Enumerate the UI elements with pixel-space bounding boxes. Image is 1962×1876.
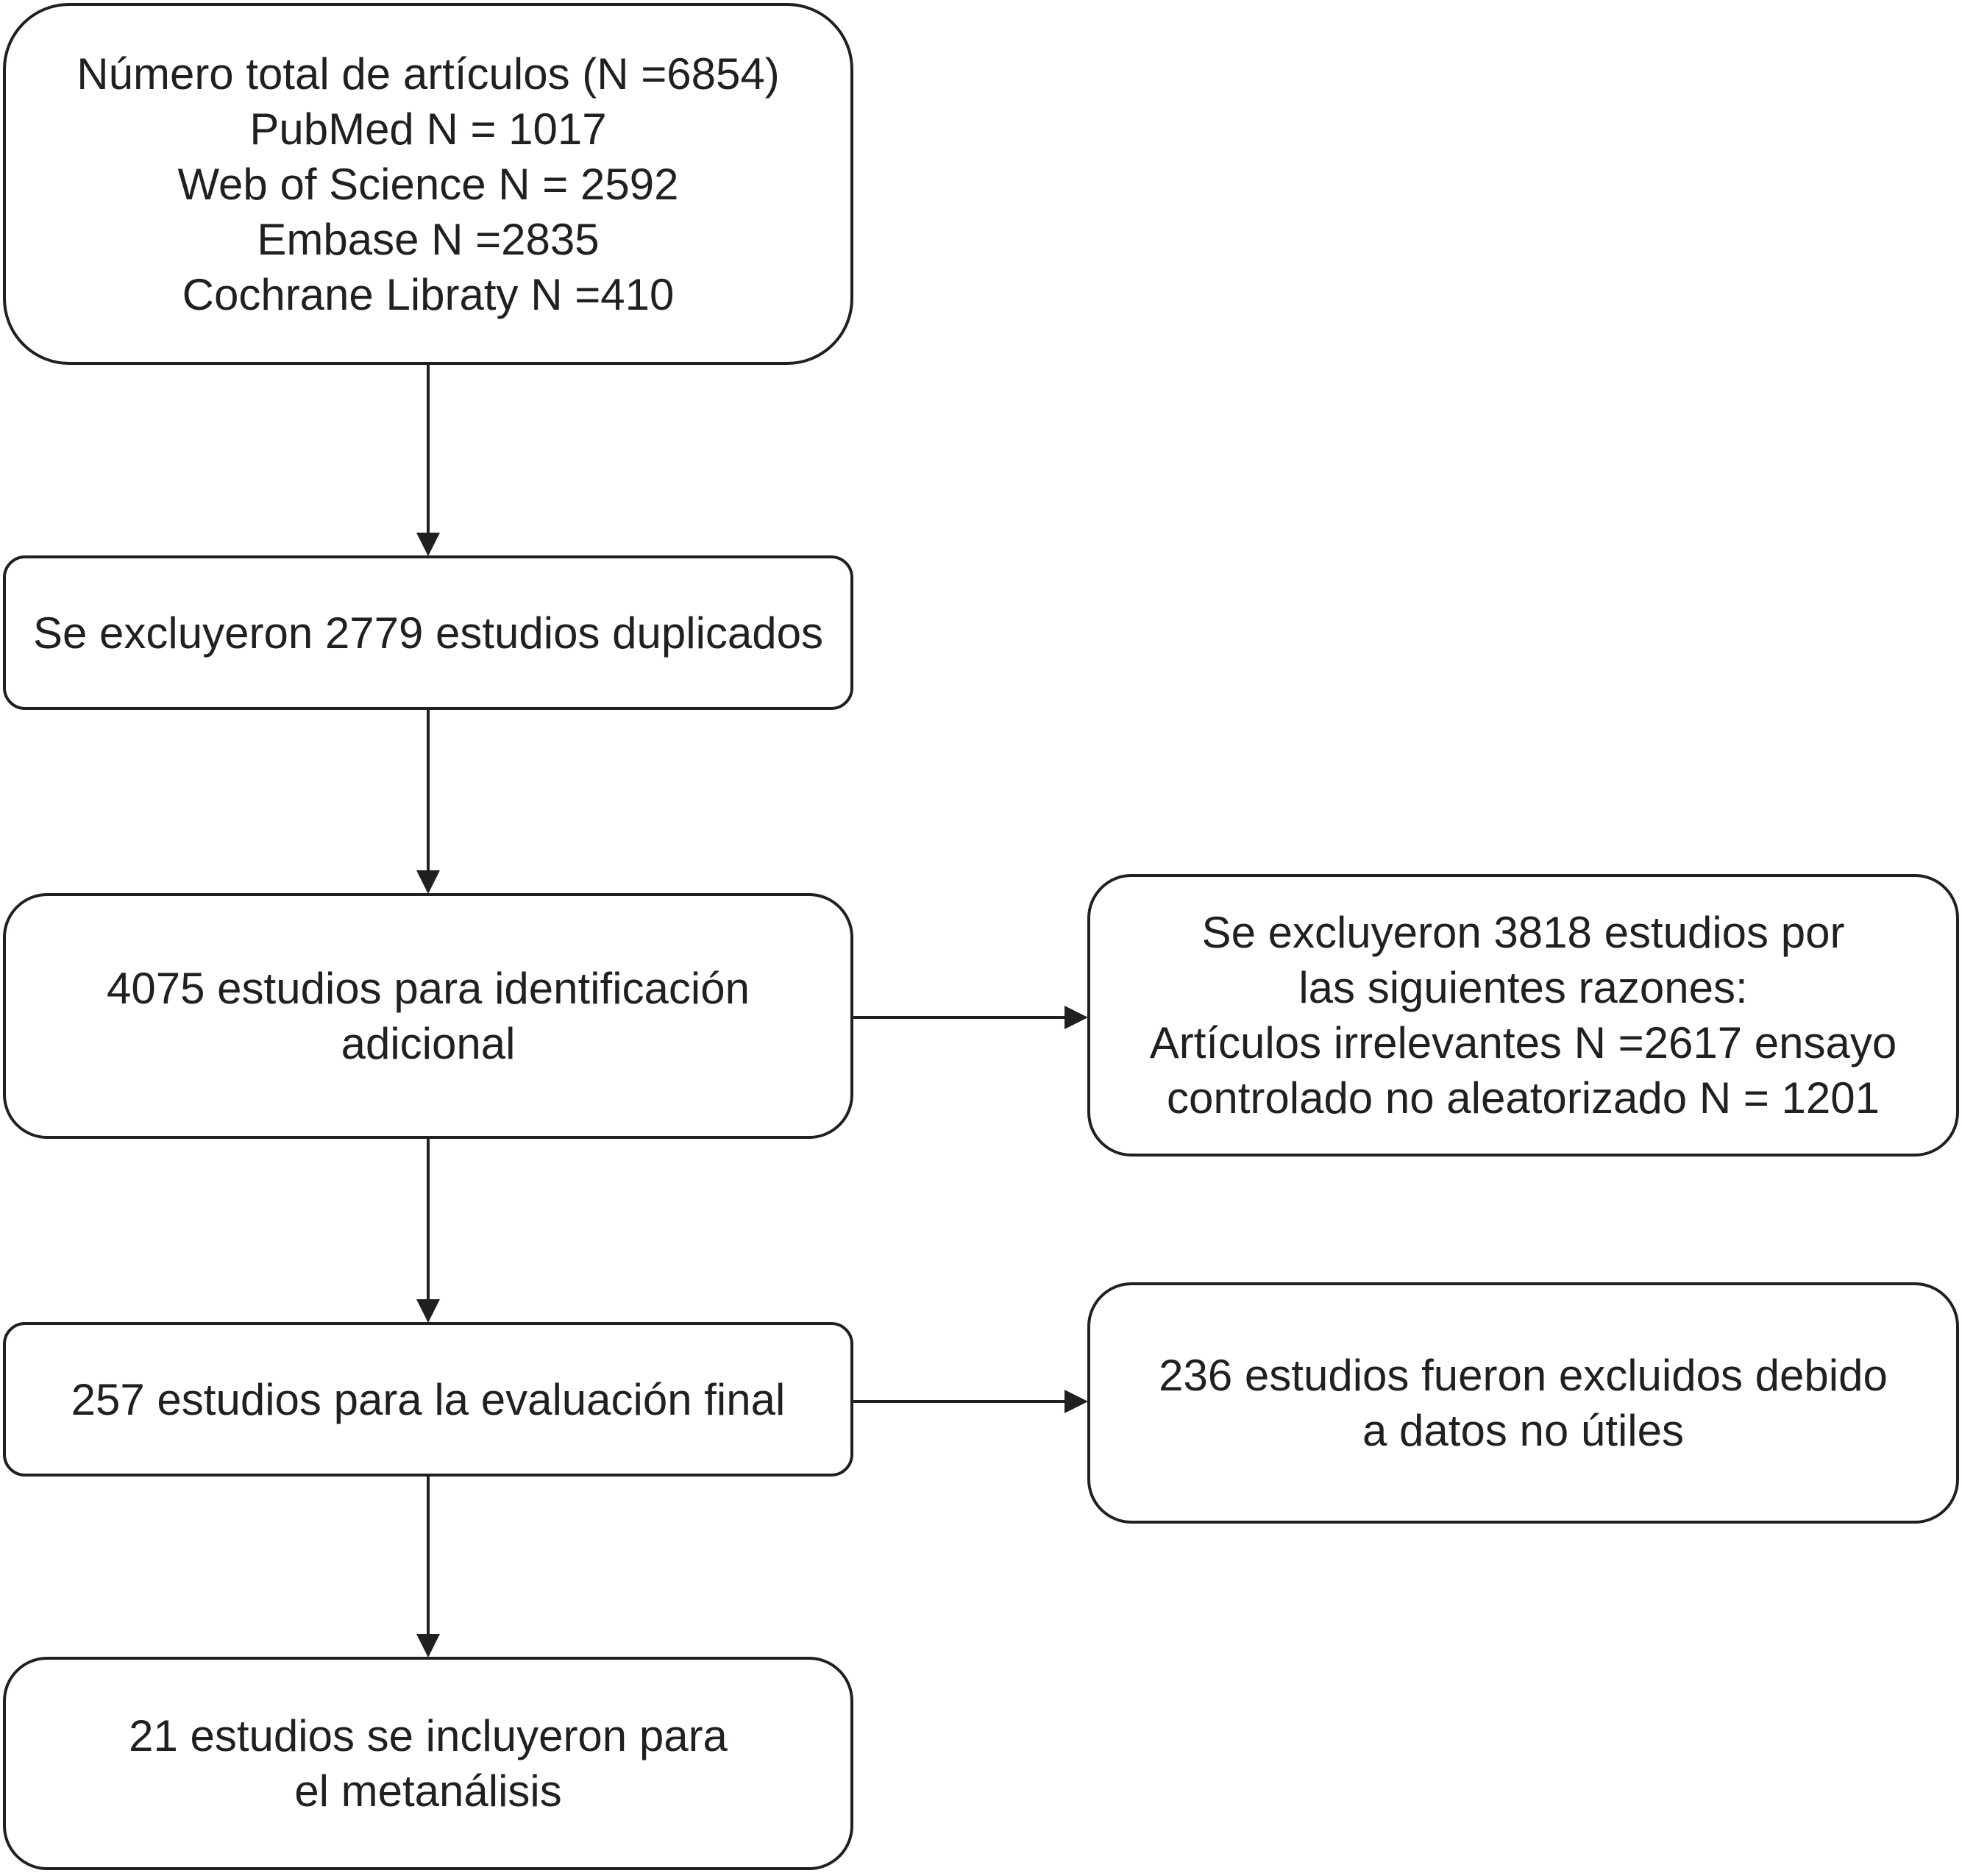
excluded-data-line-2: a datos no útiles bbox=[1362, 1406, 1684, 1455]
total-articles-line: Número total de artículos (N =6854) bbox=[77, 49, 780, 99]
final-evaluation-text: 257 estudios para la evaluación final bbox=[71, 1374, 786, 1424]
total-articles-box: Número total de artículos (N =6854) PubM… bbox=[3, 3, 853, 365]
excluded-reasons-line-3: Artículos irrelevantes N =2617 ensayo bbox=[1149, 1018, 1897, 1067]
included-line-2: el metanálisis bbox=[294, 1766, 562, 1816]
included-studies-box: 21 estudios se incluyeron para el metaná… bbox=[3, 1657, 853, 1870]
excluded-data-line-1: 236 estudios fueron excluidos debido bbox=[1159, 1351, 1888, 1400]
pubmed-count: PubMed N = 1017 bbox=[249, 104, 607, 154]
cochrane-count: Cochrane Libraty N =410 bbox=[182, 269, 675, 319]
embase-count: Embase N =2835 bbox=[257, 214, 600, 264]
excluded-reasons-line-2: las siguientes razones: bbox=[1298, 963, 1748, 1012]
included-line-1: 21 estudios se incluyeron para bbox=[129, 1711, 728, 1760]
excluded-reasons-line-1: Se excluyeron 3818 estudios por bbox=[1201, 908, 1845, 957]
identification-line-2: adicional bbox=[341, 1019, 516, 1068]
duplicates-excluded-box: Se excluyeron 2779 estudios duplicados bbox=[3, 555, 853, 710]
identification-line-1: 4075 estudios para identificación bbox=[107, 964, 750, 1013]
identification-box: 4075 estudios para identificación adicio… bbox=[3, 893, 853, 1139]
duplicates-excluded-text: Se excluyeron 2779 estudios duplicados bbox=[32, 608, 824, 658]
final-evaluation-box: 257 estudios para la evaluación final bbox=[3, 1322, 853, 1477]
excluded-data-box: 236 estudios fueron excluidos debido a d… bbox=[1087, 1282, 1959, 1524]
web-of-science-count: Web of Science N = 2592 bbox=[177, 159, 679, 209]
excluded-reasons-line-4: controlado no aleatorizado N = 1201 bbox=[1166, 1073, 1880, 1123]
excluded-reasons-box: Se excluyeron 3818 estudios por las sigu… bbox=[1087, 874, 1959, 1156]
